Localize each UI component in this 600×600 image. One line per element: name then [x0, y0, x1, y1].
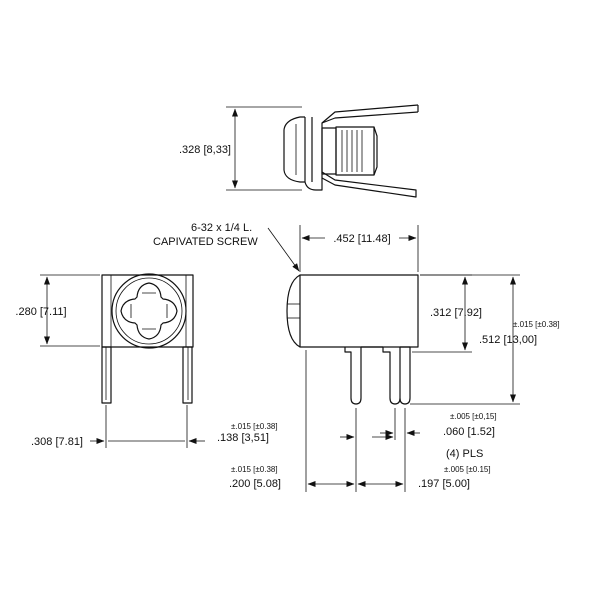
tol-200: ±.015 [±0.38]	[231, 465, 278, 474]
dim-top-height: .328 [8,33]	[179, 144, 231, 156]
tol-138: ±.015 [±0.38]	[231, 422, 278, 431]
clip-arm-right	[321, 171, 417, 198]
side-pins	[344, 346, 411, 405]
screw-head-circle	[111, 273, 187, 349]
side-view: .452 [11.48] 6-32 x 1/4 L. CAPIVATED SCR…	[153, 222, 560, 492]
dim-197: .197 [5.00]	[418, 478, 470, 490]
side-body	[299, 274, 419, 348]
threaded-stud	[335, 126, 375, 176]
side-screw-head	[286, 274, 301, 348]
front-leg-left	[101, 346, 112, 404]
tol-060: ±.005 [±0,15]	[450, 412, 497, 421]
dim-side-512: .512 [13,00]	[479, 334, 537, 346]
dim-side-width: .452 [11.48]	[333, 233, 390, 245]
tol-197: ±.005 [±0.15]	[444, 465, 491, 474]
dim-side-312: .312 [7.92]	[430, 307, 482, 319]
screw-callout-line2: CAPIVATED SCREW	[153, 236, 258, 248]
dim-200: .200 [5.08]	[229, 478, 281, 490]
screw-callout-line1: 6-32 x 1/4 L.	[191, 222, 252, 234]
stud-collar	[321, 127, 337, 175]
front-view: .280 [7.11] .308 [7.81]	[15, 273, 205, 448]
dim-front-height: .280 [7.11]	[15, 306, 66, 318]
dim-front-width: .308 [7.81]	[31, 436, 83, 448]
front-leg-right	[182, 346, 193, 404]
phillips-cross	[120, 282, 178, 340]
tol-512: ±.015 [±0.38]	[513, 320, 560, 329]
note-pls: (4) PLS	[446, 448, 483, 460]
dim-138: .138 [3,51]	[217, 432, 269, 444]
dim-060: .060 [1.52]	[443, 426, 495, 438]
front-body	[101, 274, 194, 348]
top-view: .328 [8,33]	[179, 104, 419, 198]
screw-head	[283, 116, 305, 183]
